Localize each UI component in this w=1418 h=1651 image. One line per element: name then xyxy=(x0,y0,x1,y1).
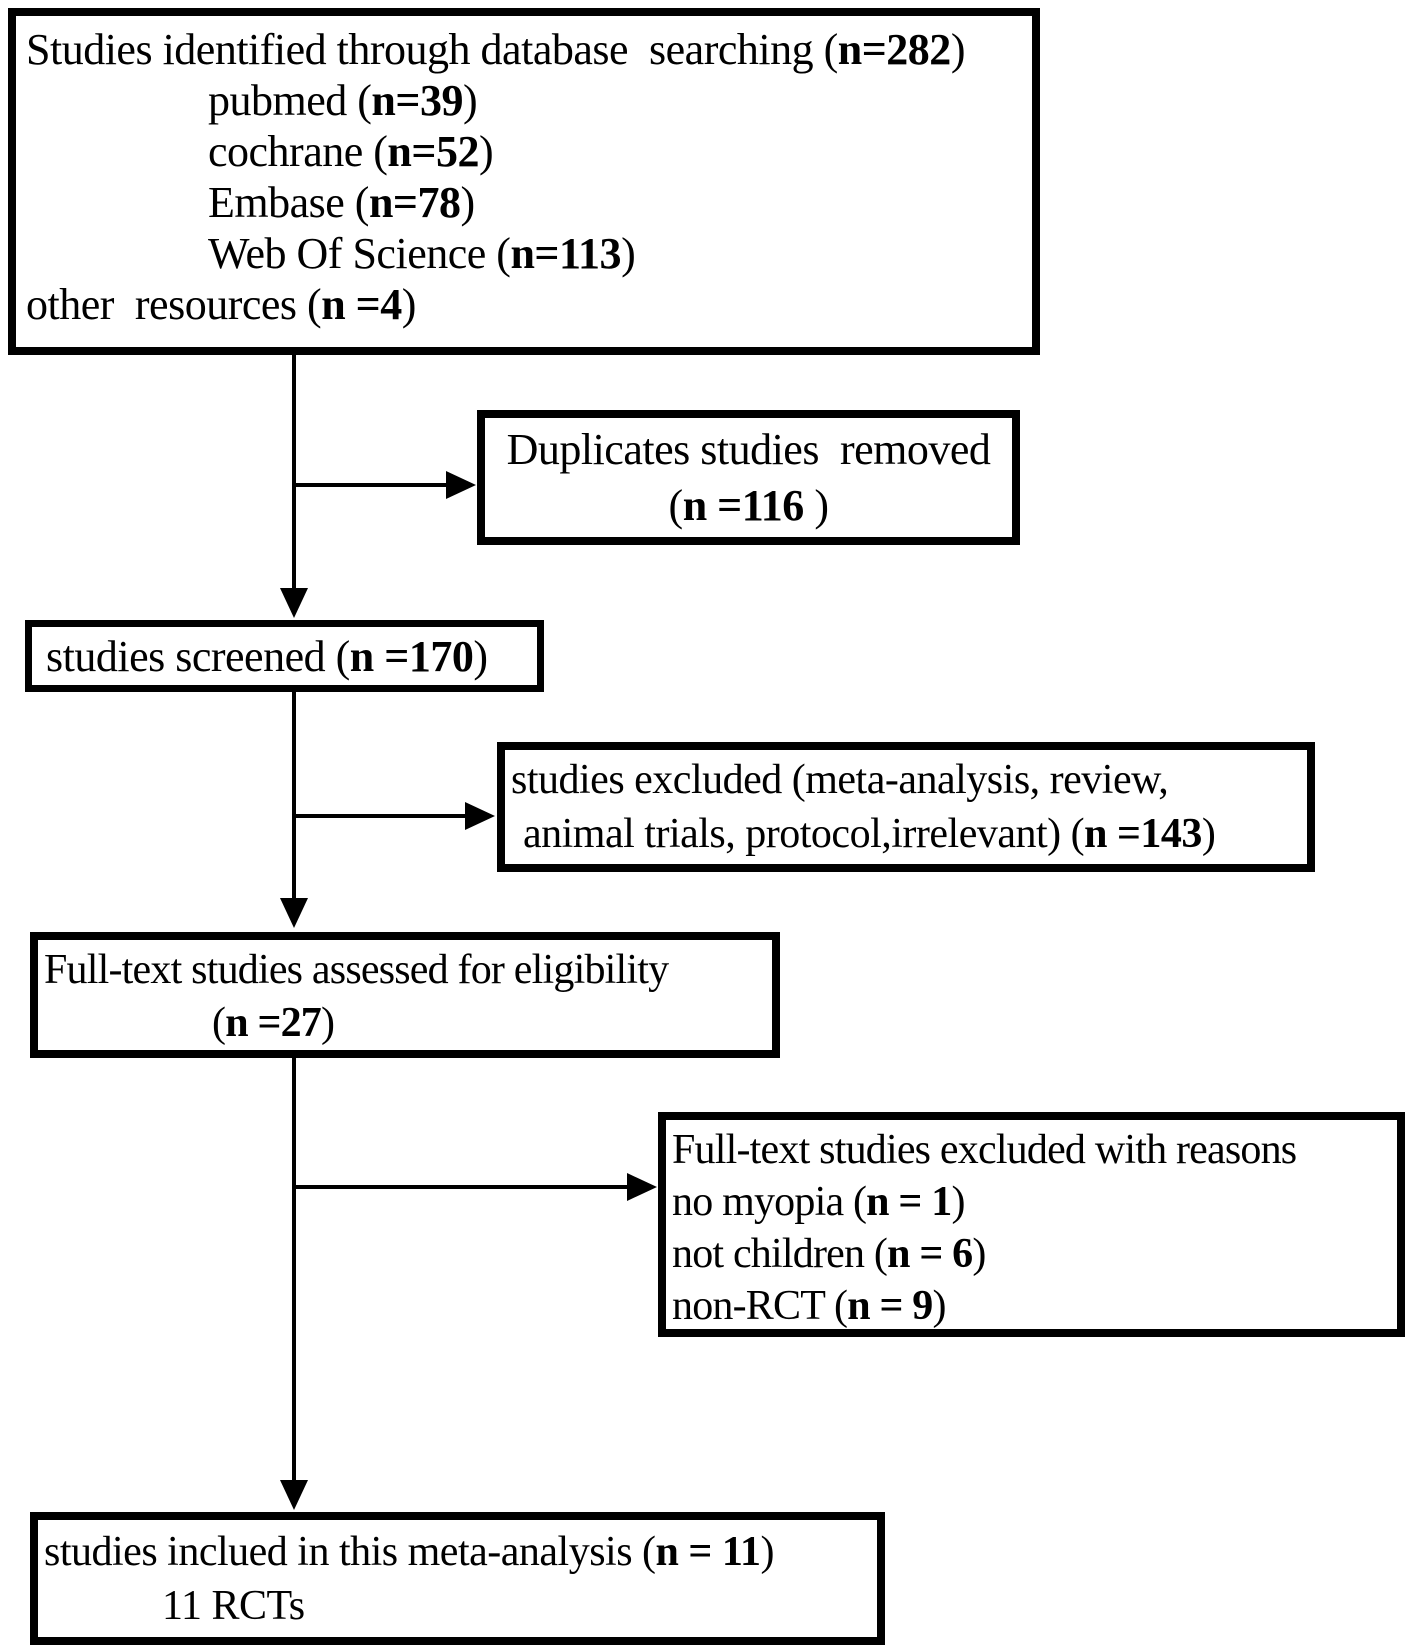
fulltext-excluded-line-no-myopia: no myopia (n = 1) xyxy=(672,1179,965,1225)
connector-screened-to-excluded xyxy=(292,814,467,818)
box-fulltext-excluded: Full-text studies excluded with reasons … xyxy=(658,1112,1405,1337)
excluded-line-1: studies excluded (meta-analysis, review, xyxy=(511,757,1169,803)
identification-line-embase: Embase (n=78) xyxy=(208,178,475,227)
excluded-line-2: animal trials, protocol,irrelevant) (n =… xyxy=(523,811,1216,857)
fulltext-excluded-line-non-rct: non-RCT (n = 9) xyxy=(672,1283,946,1329)
arrowhead-right-icon xyxy=(465,802,495,830)
identification-line-other-resources: other resources (n =4) xyxy=(26,280,416,329)
fulltext-line-1: Full-text studies assessed for eligibili… xyxy=(44,947,669,993)
box-fulltext-assessed: Full-text studies assessed for eligibili… xyxy=(30,932,780,1058)
box-studies-included: studies inclued in this meta-analysis (n… xyxy=(30,1512,885,1645)
arrowhead-down-icon xyxy=(280,1480,308,1510)
identification-line-web-of-science: Web Of Science (n=113) xyxy=(208,229,636,278)
identification-line-pubmed: pubmed (n=39) xyxy=(208,76,478,125)
arrowhead-down-icon xyxy=(280,588,308,618)
connector-fulltext-to-fulltext-excluded xyxy=(292,1185,629,1189)
box-duplicates-removed: Duplicates studies removed (n =116 ) xyxy=(477,410,1020,545)
connector-screened-to-fulltext xyxy=(292,692,296,900)
screened-line-1: studies screened (n =170) xyxy=(46,631,488,681)
identification-line-cochrane: cochrane (n=52) xyxy=(208,127,494,176)
connector-fulltext-to-included xyxy=(292,1058,296,1482)
fulltext-line-2: (n =27) xyxy=(212,1000,335,1046)
box-studies-excluded: studies excluded (meta-analysis, review,… xyxy=(497,742,1315,872)
fulltext-excluded-line-not-children: not children (n = 6) xyxy=(672,1231,986,1277)
connector-identification-to-duplicates xyxy=(292,483,448,487)
duplicates-line-1: Duplicates studies removed xyxy=(506,425,991,474)
fulltext-excluded-line-1: Full-text studies excluded with reasons xyxy=(672,1127,1297,1173)
arrowhead-right-icon xyxy=(446,471,476,499)
identification-line-total: Studies identified through database sear… xyxy=(26,25,965,74)
arrowhead-right-icon xyxy=(627,1173,657,1201)
box-studies-identified: Studies identified through database sear… xyxy=(8,8,1040,355)
connector-identification-to-screened xyxy=(292,352,296,590)
box-studies-screened: studies screened (n =170) xyxy=(25,620,544,692)
arrowhead-down-icon xyxy=(280,898,308,928)
duplicates-line-2: (n =116 ) xyxy=(668,481,829,530)
included-line-rcts: 11 RCTs xyxy=(162,1583,305,1629)
included-line-1: studies inclued in this meta-analysis (n… xyxy=(44,1529,775,1575)
